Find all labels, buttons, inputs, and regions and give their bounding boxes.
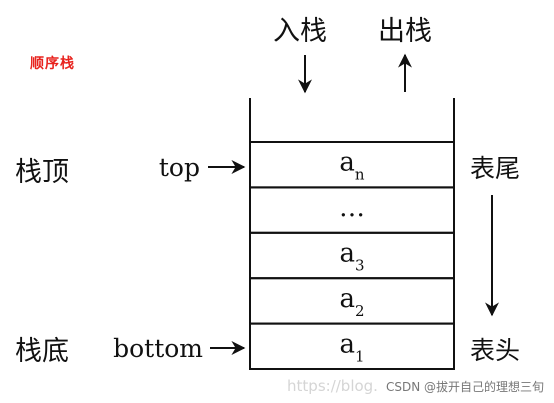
pop-label: 出栈 (378, 16, 432, 47)
stack-cell (249, 322, 455, 371)
stack-cell-label: a2 (339, 284, 364, 320)
stack-cell-label: … (339, 193, 365, 223)
push-label: 入栈 (273, 16, 327, 47)
bottom-pointer-label: bottom (113, 334, 203, 363)
stack-cell-label: a3 (339, 239, 364, 275)
table-head-label: 表头 (470, 336, 520, 365)
stack-cells: an … a3 a2 a1 (249, 141, 455, 371)
stack-bottom-label: 栈底 (15, 336, 69, 367)
stack-top-label: 栈顶 (15, 157, 69, 188)
diagram-title: 顺序栈 (30, 56, 75, 72)
stack-cell-label: an (339, 148, 365, 184)
table-tail-label: 表尾 (470, 154, 520, 183)
watermark: https://blog. CSDN @拔开自己的理想三旬 (287, 377, 544, 395)
stack-cell-label: a1 (339, 329, 364, 365)
watermark-text: CSDN @拔开自己的理想三旬 (385, 380, 544, 394)
watermark-faint: https://blog. (287, 377, 378, 395)
top-pointer-label: top (159, 153, 200, 182)
